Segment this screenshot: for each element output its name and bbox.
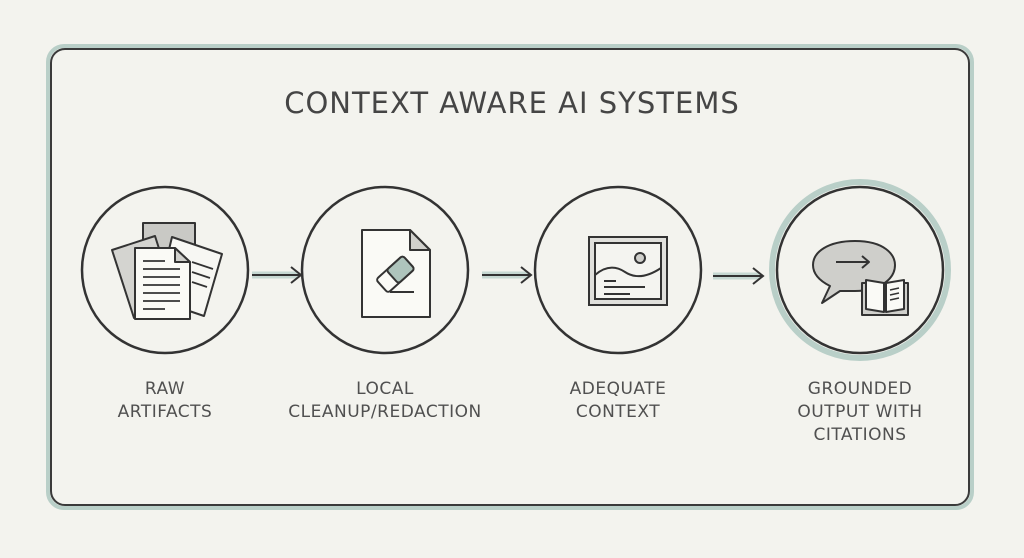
label-line: ARTIFACTS — [117, 402, 213, 422]
speech-bubble-book-icon — [812, 240, 909, 316]
arrow-icon — [252, 266, 303, 284]
label-line: OUTPUT WITH — [797, 402, 923, 422]
arrow-icon — [482, 266, 533, 284]
step-circle-output — [775, 185, 945, 355]
documents-icon — [111, 222, 223, 320]
diagram-frame — [50, 48, 970, 506]
framed-picture-icon — [588, 236, 668, 306]
step-circle-context — [533, 185, 703, 355]
step-circle-raw — [80, 185, 250, 355]
diagram-title: CONTEXT AWARE AI SYSTEMS — [284, 86, 740, 120]
arrow-icon — [713, 267, 765, 285]
eraser-document-icon — [361, 229, 431, 318]
step-label-cleanup: LOCAL CLEANUP/REDACTION — [265, 378, 505, 424]
step-label-context: ADEQUATE CONTEXT — [498, 378, 738, 424]
label-line: CITATIONS — [813, 425, 907, 445]
step-label-raw-artifacts: RAW ARTIFACTS — [45, 378, 285, 424]
step-label-output: GROUNDED OUTPUT WITH CITATIONS — [740, 378, 980, 447]
label-line: CONTEXT — [575, 402, 661, 422]
label-line: RAW — [144, 379, 186, 399]
label-line: CLEANUP/REDACTION — [288, 402, 482, 422]
label-line: ADEQUATE — [569, 379, 667, 399]
step-circle-highlight — [769, 179, 951, 361]
label-line: GROUNDED — [807, 379, 913, 399]
step-circle-cleanup — [300, 185, 470, 355]
label-line: LOCAL — [356, 379, 414, 399]
diagram-frame-outer — [46, 44, 974, 510]
